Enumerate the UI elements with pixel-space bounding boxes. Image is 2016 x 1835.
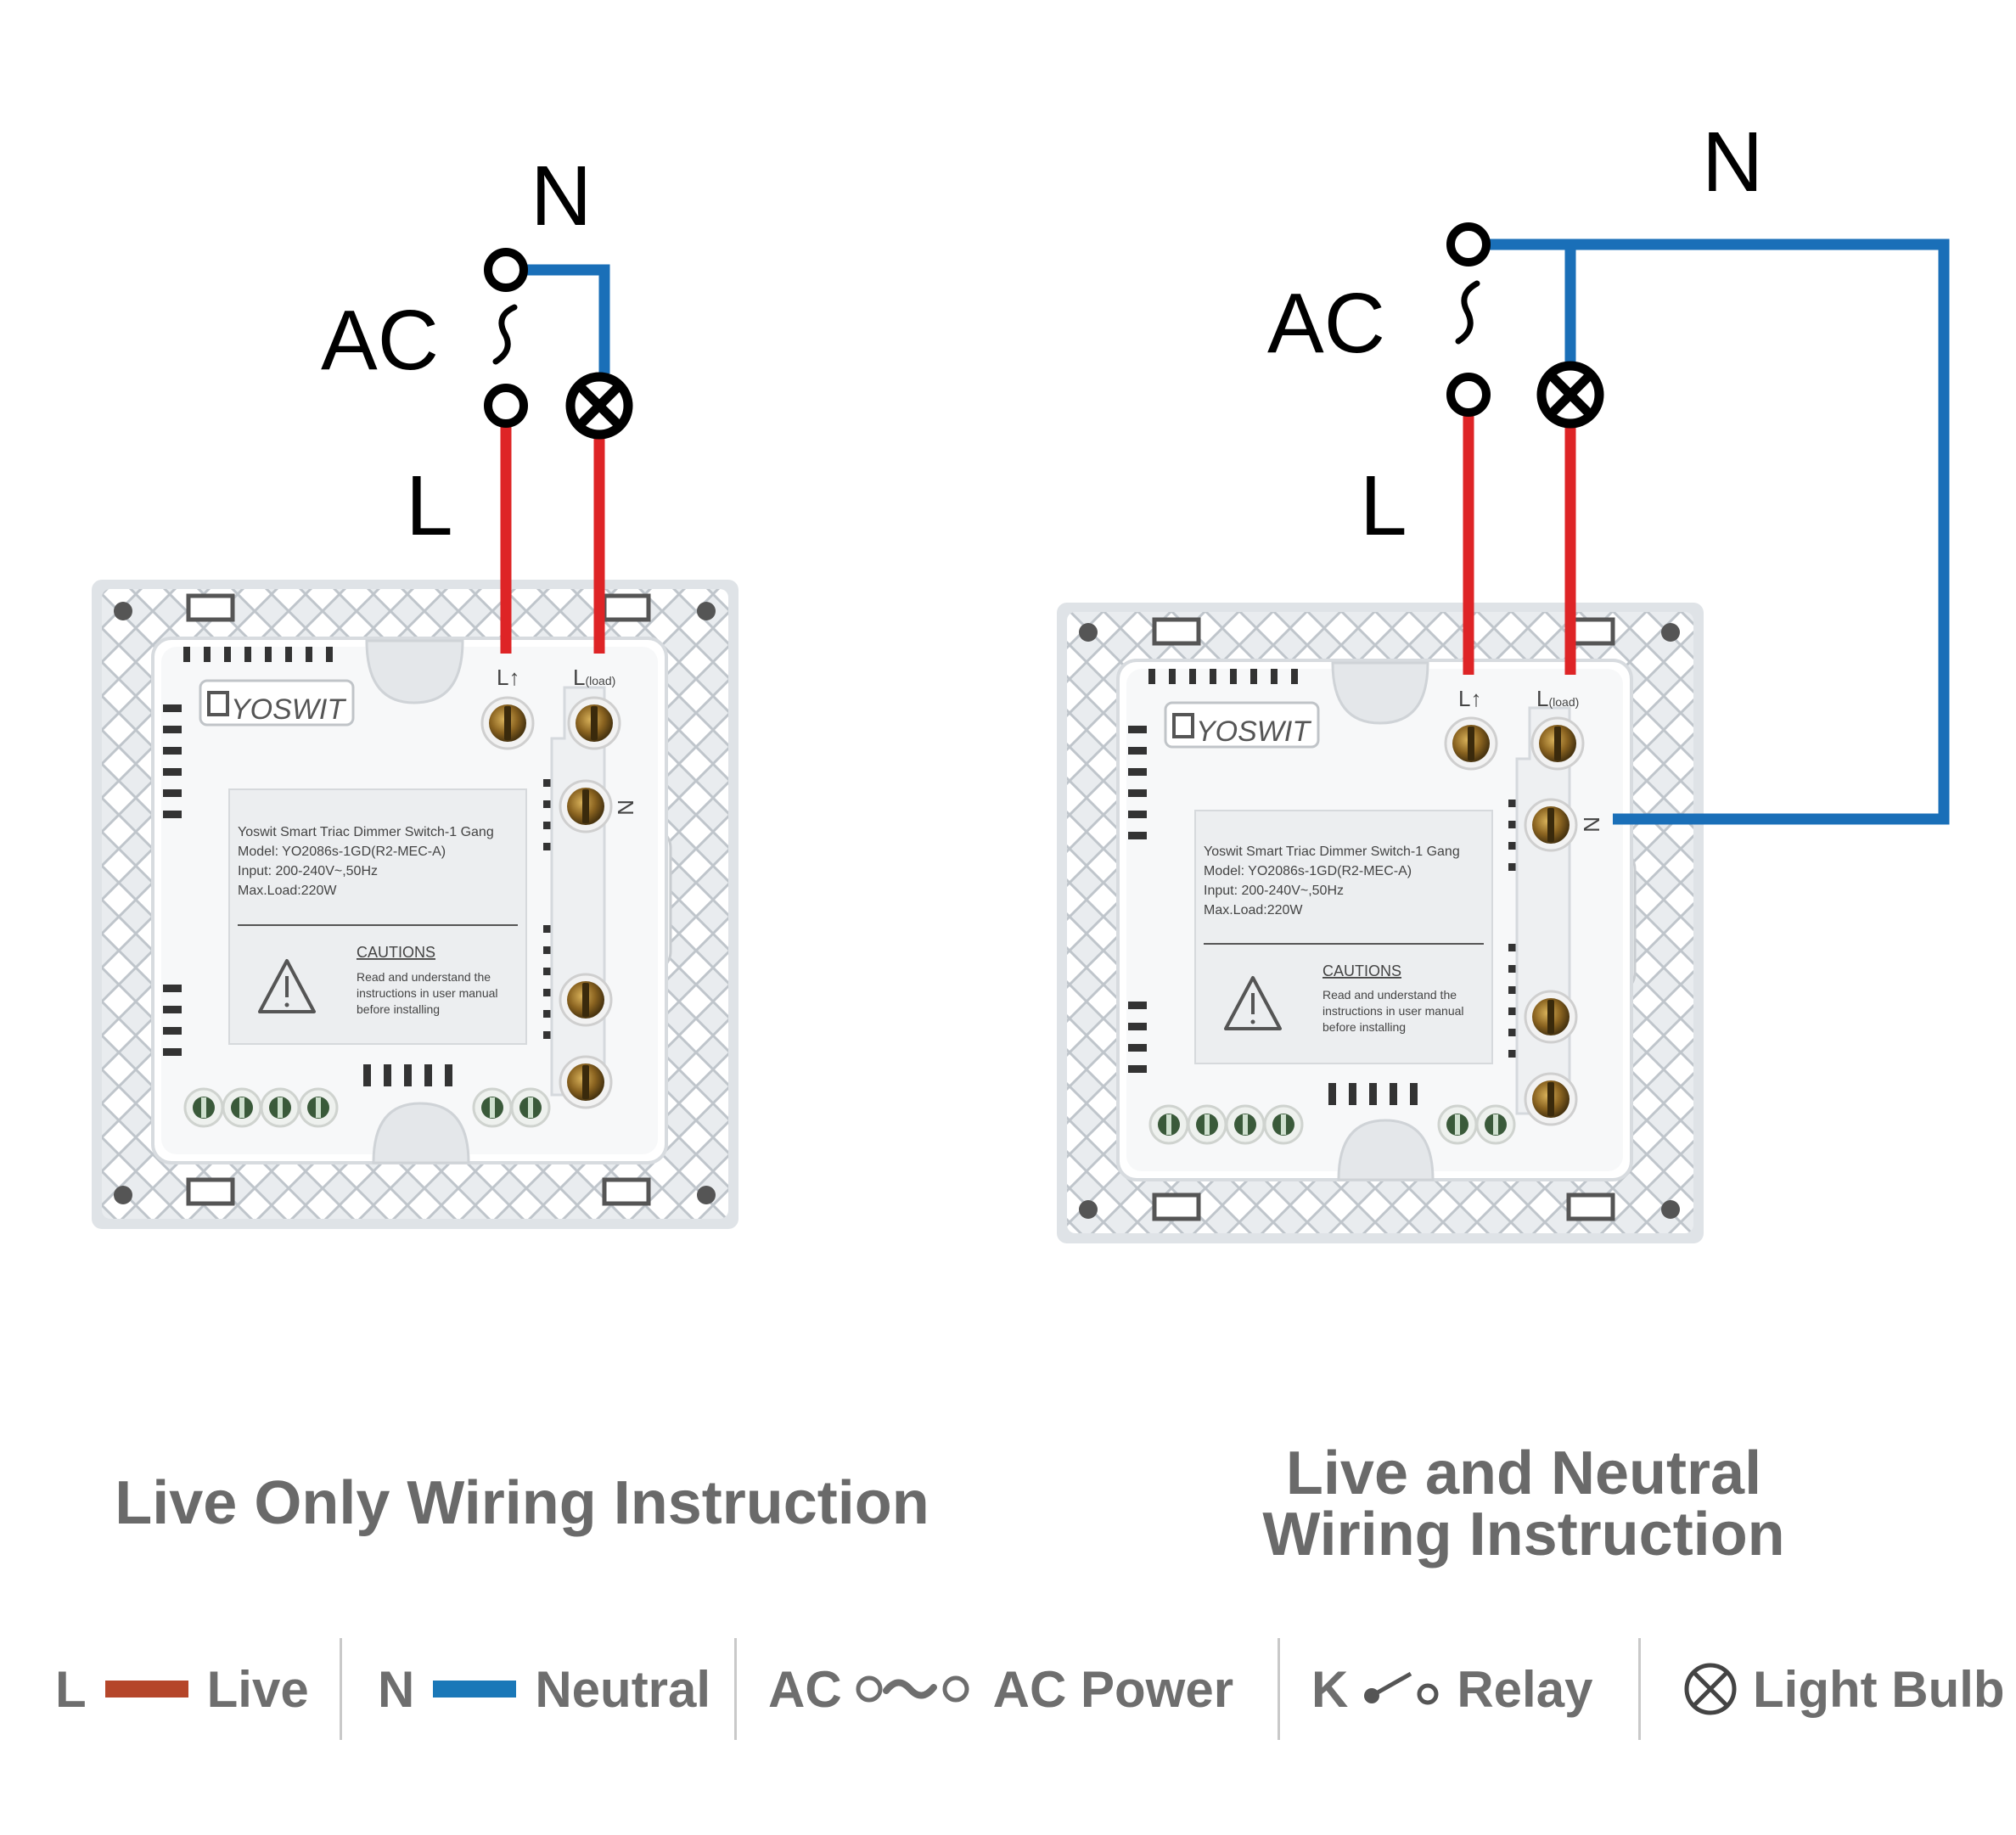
- caution-title: CAUTIONS: [357, 944, 435, 961]
- title-line: Live and Neutral: [1285, 1439, 1762, 1507]
- light-bulb-icon: [1541, 366, 1599, 424]
- legend-divider: [734, 1638, 737, 1740]
- neutral-wire: [1468, 238, 1950, 825]
- label-n: N: [1702, 115, 1763, 210]
- product-label-line: Input: 200-240V~,50Hz: [1204, 884, 1344, 898]
- label-ac: AC: [1267, 276, 1385, 371]
- terminal-screw-n: [559, 779, 613, 833]
- neutral-wire-swatch: [433, 1681, 517, 1698]
- ac-terminal-bottom: [1446, 373, 1491, 417]
- ac-terminal-bottom: [484, 384, 528, 428]
- product-label-line: Max.Load:220W: [1204, 903, 1303, 918]
- product-label-line: Model: YO2086s-1GD(R2-MEC-A): [238, 845, 446, 859]
- legend-divider: [1278, 1638, 1280, 1740]
- terminal-screw: [1524, 1072, 1578, 1126]
- legend-divider: [1638, 1638, 1641, 1740]
- ac-wave-icon: [1455, 280, 1480, 345]
- terminal-screw-l-load: [1530, 716, 1585, 771]
- light-bulb-icon: [570, 377, 628, 435]
- live-wire-swatch: [104, 1681, 188, 1698]
- terminal-label-l-load: L(load): [1536, 686, 1579, 711]
- live-neutral-diagram: YOSWIT Yoswit Smart Triac Dimmer Switch-…: [1057, 115, 1950, 1243]
- terminal-screw: [559, 1055, 613, 1109]
- legend-ac-label: AC Power: [992, 1660, 1234, 1718]
- brand-logo: YOSWIT: [231, 693, 346, 726]
- terminal-label-l-load: L(load): [573, 665, 615, 690]
- label-ac: AC: [321, 293, 439, 388]
- light-bulb-icon: [1684, 1663, 1737, 1715]
- ac-terminal-top: [484, 248, 528, 292]
- terminal-screw-n: [1524, 798, 1578, 852]
- warning-icon: [258, 959, 316, 1013]
- warning-icon: [1224, 976, 1282, 1030]
- neutral-wire: [506, 264, 610, 373]
- terminal-label-n: N: [1579, 816, 1604, 833]
- terminal-label-l-in: L↑: [497, 665, 519, 690]
- label-l: L: [406, 458, 453, 553]
- legend-relay: K Relay: [1311, 1630, 1592, 1748]
- ac-wave-icon: [492, 304, 518, 365]
- product-label-line: Input: 200-240V~,50Hz: [238, 864, 378, 878]
- product-label-line: Model: YO2086s-1GD(R2-MEC-A): [1204, 864, 1412, 878]
- caution-line: instructions in user manual: [1322, 1004, 1464, 1018]
- ac-terminal-top: [1446, 222, 1491, 267]
- caution-line: before installing: [1322, 1020, 1406, 1034]
- terminal-label-l-in: L↑: [1458, 686, 1481, 711]
- label-l: L: [1360, 458, 1407, 553]
- legend-neutral-key: N: [378, 1660, 415, 1718]
- terminal-label-n: N: [613, 800, 638, 816]
- ac-power-icon: [856, 1675, 969, 1703]
- relay-icon: [1364, 1671, 1439, 1705]
- caution-line: instructions in user manual: [357, 986, 498, 1000]
- brand-logo: YOSWIT: [1196, 715, 1311, 748]
- dimmer-module: YOSWIT Yoswit Smart Triac Dimmer Switch-…: [1116, 659, 1633, 1181]
- title-line: Wiring Instruction: [1262, 1501, 1785, 1568]
- live-only-title: Live Only Wiring Instruction: [115, 1469, 929, 1537]
- terminal-screw-l-in: [480, 696, 535, 750]
- caution-line: Read and understand the: [1322, 988, 1457, 1002]
- legend-neutral: N Neutral: [378, 1630, 710, 1748]
- legend-live: L Live: [55, 1630, 309, 1748]
- caution-line: before installing: [357, 1002, 440, 1016]
- product-label-line: Max.Load:220W: [238, 884, 337, 898]
- legend-neutral-label: Neutral: [535, 1660, 711, 1718]
- legend-live-label: Live: [206, 1660, 309, 1718]
- legend-relay-key: K: [1311, 1660, 1349, 1718]
- terminal-screw-l-load: [567, 696, 621, 750]
- terminal-screw-l-in: [1444, 716, 1498, 771]
- legend-bulb: Light Bulb: [1668, 1630, 2005, 1748]
- terminal-screw: [559, 973, 613, 1027]
- caution-line: Read and understand the: [357, 970, 491, 984]
- live-only-diagram: YOSWIT Yoswit Smart Triac Dimmer Switch-…: [92, 149, 738, 1229]
- legend-bulb-label: Light Bulb: [1753, 1660, 2005, 1718]
- legend-ac-key: AC: [768, 1660, 842, 1718]
- dimmer-module: YOSWIT Yoswit Smart Triac Dimmer Switch-…: [151, 637, 668, 1164]
- legend-divider: [340, 1638, 342, 1740]
- legend-live-key: L: [55, 1660, 87, 1718]
- caution-title: CAUTIONS: [1322, 962, 1401, 979]
- product-label-line: Yoswit Smart Triac Dimmer Switch-1 Gang: [238, 825, 494, 839]
- terminal-screw: [1524, 990, 1578, 1044]
- legend-relay-label: Relay: [1457, 1660, 1593, 1718]
- label-n: N: [531, 149, 592, 244]
- legend: L Live N Neutral AC AC Power K Relay: [42, 1630, 2005, 1748]
- legend-ac: AC AC Power: [768, 1630, 1233, 1748]
- live-neutral-title: Live and Neutral Wiring Instruction: [1214, 1443, 1833, 1565]
- product-label-line: Yoswit Smart Triac Dimmer Switch-1 Gang: [1204, 845, 1460, 859]
